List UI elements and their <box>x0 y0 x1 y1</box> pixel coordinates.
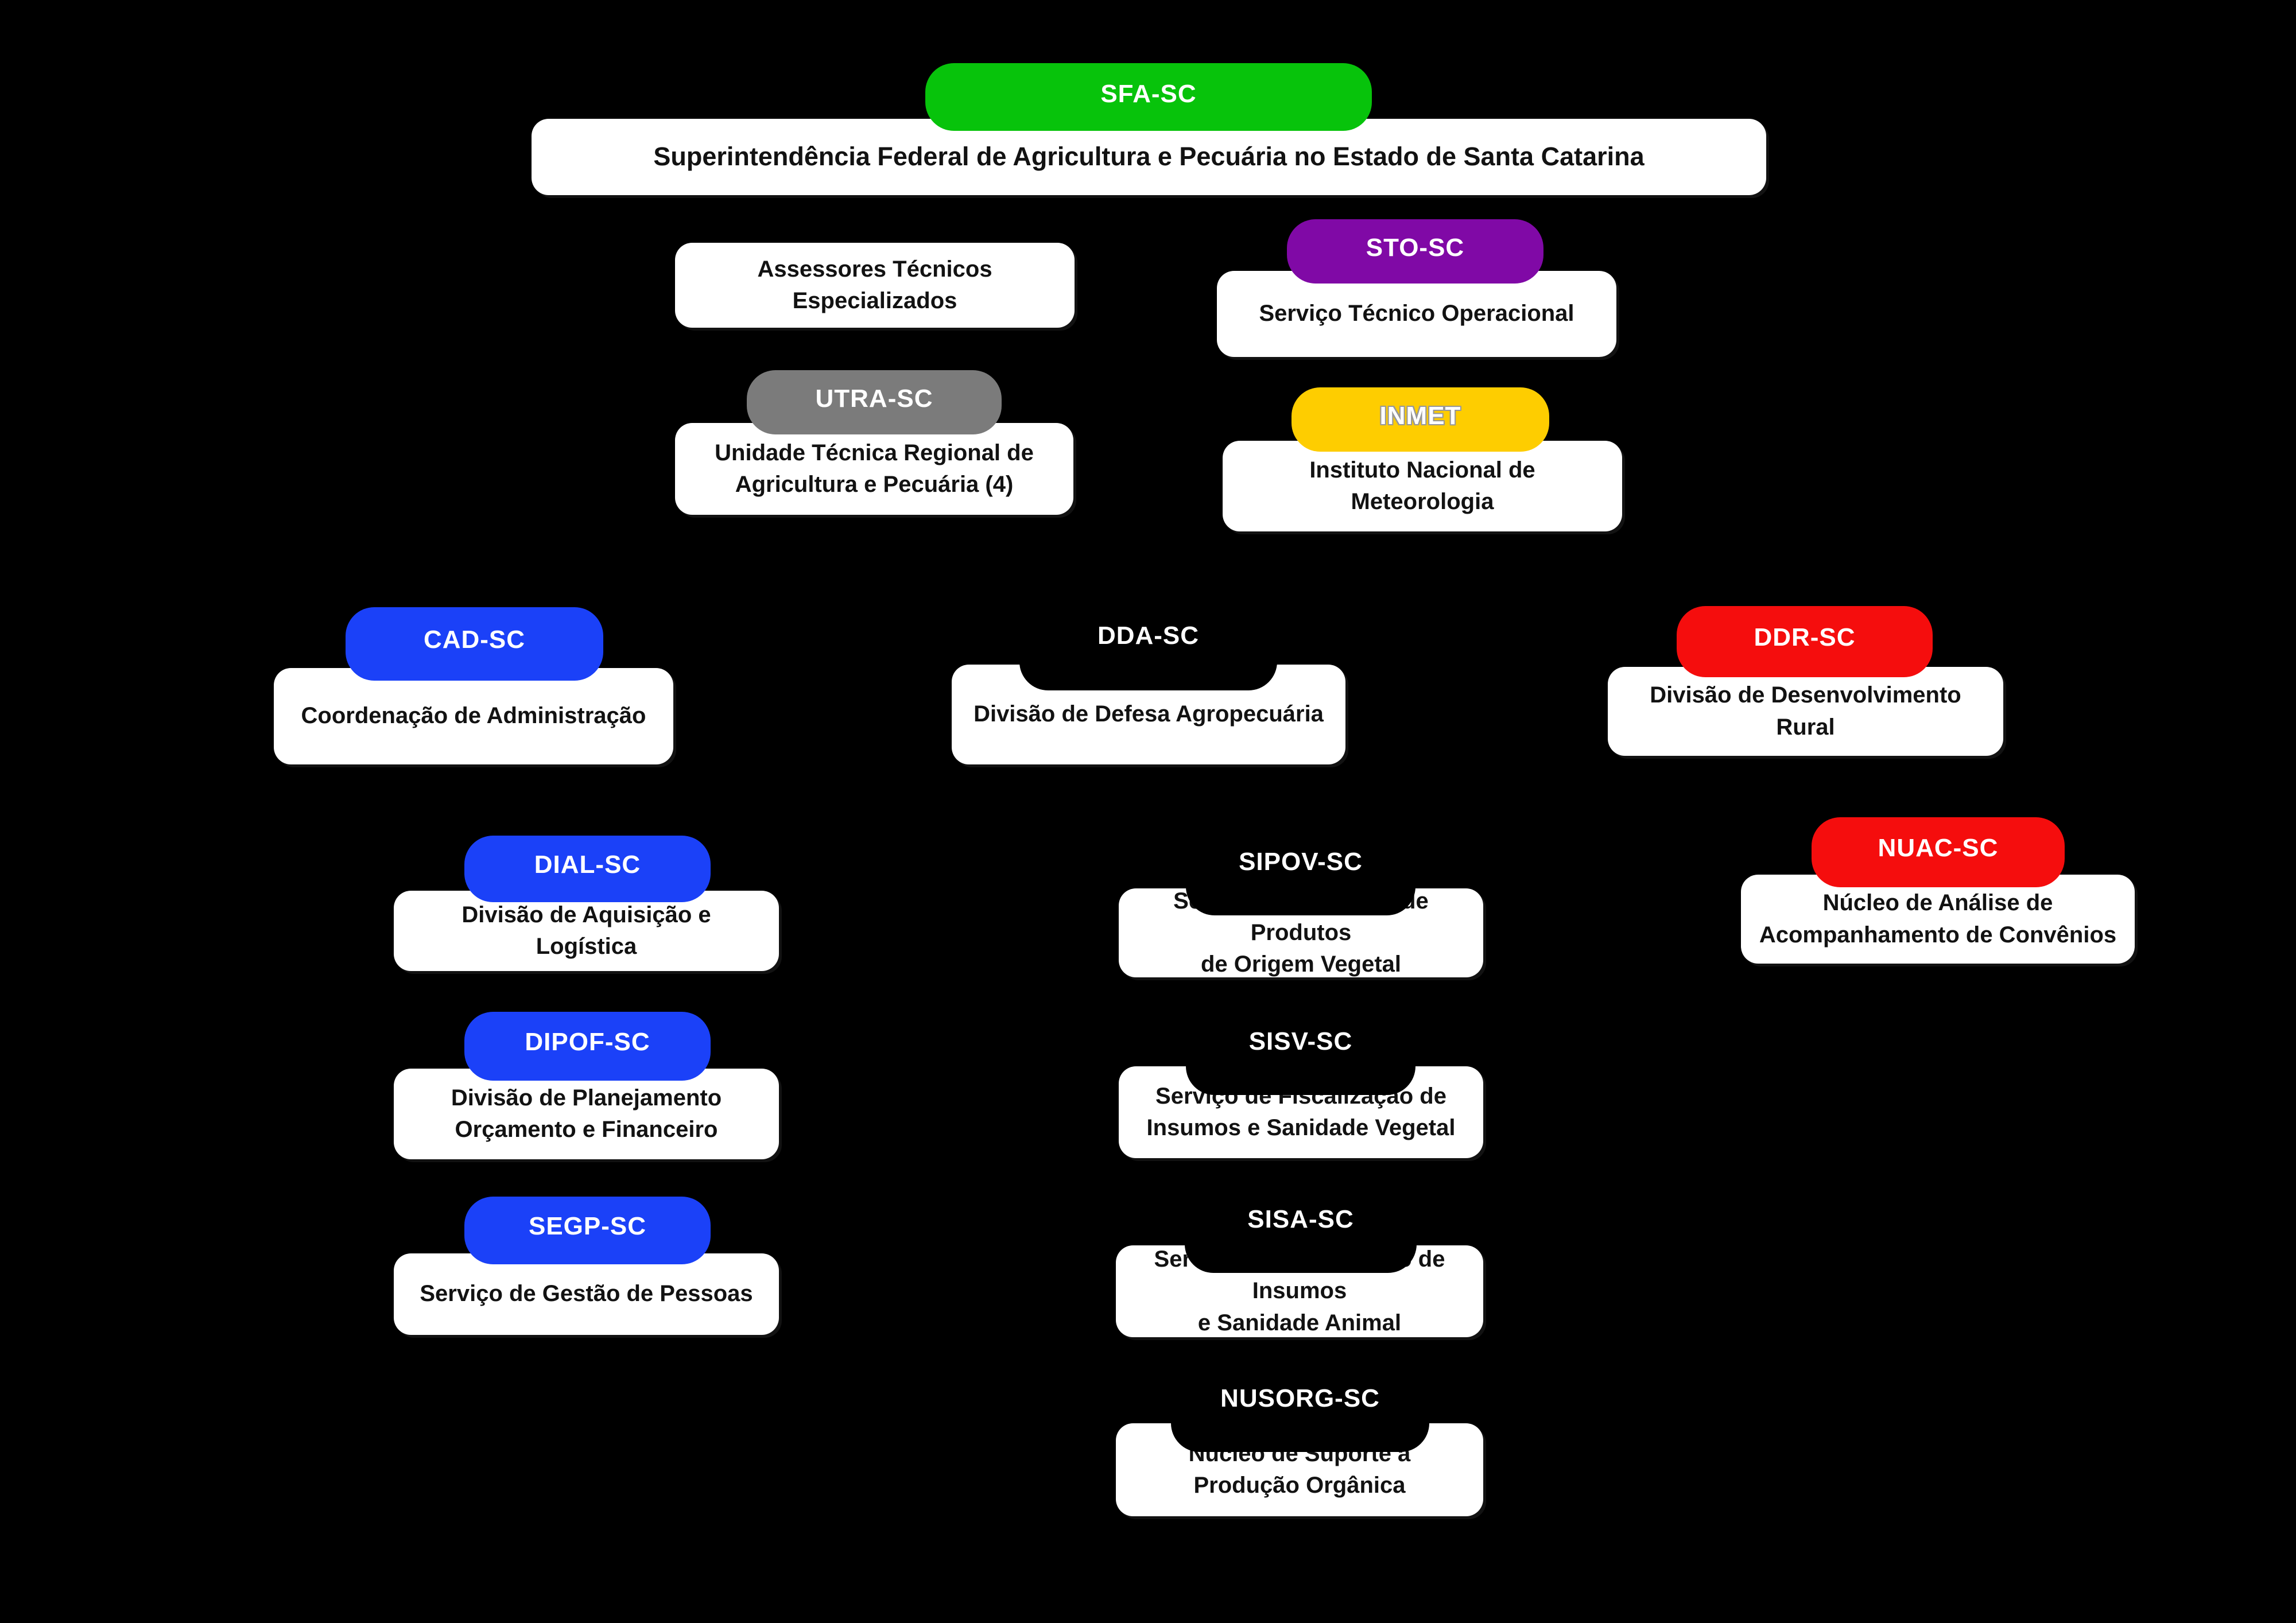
segp-sc-title: Serviço de Gestão de Pessoas <box>420 1281 753 1307</box>
sfa-sc-title: Superintendência Federal de Agricultura … <box>653 142 1645 172</box>
dial-sc-box: Divisão de Aquisição e Logística <box>394 891 779 971</box>
dda-sc-badge: DDA-SC <box>1019 607 1277 690</box>
segp-sc-badge: SEGP-SC <box>464 1197 711 1264</box>
utra-sc-title: Unidade Técnica Regional de Agricultura … <box>715 440 1034 497</box>
sisa-sc-badge: SISA-SC <box>1185 1193 1417 1273</box>
utra-sc-box: Unidade Técnica Regional de Agricultura … <box>675 423 1073 515</box>
nuac-sc-badge: NUAC-SC <box>1812 817 2065 887</box>
nuac-sc-title: Núcleo de Análise de Acompanhamento de C… <box>1759 890 2117 948</box>
dda-sc-title: Divisão de Defesa Agropecuária <box>974 701 1324 727</box>
assessores-title: Assessores Técnicos Especializados <box>757 256 992 313</box>
assessores-box: Assessores Técnicos Especializados <box>675 243 1075 328</box>
sfa-sc-box: Superintendência Federal de Agricultura … <box>532 119 1766 195</box>
segp-sc-box: Serviço de Gestão de Pessoas <box>394 1253 779 1335</box>
ddr-sc-title: Divisão de Desenvolvimento Rural <box>1650 682 1961 740</box>
ddr-sc-box: Divisão de Desenvolvimento Rural <box>1608 667 2003 756</box>
sfa-sc-badge: SFA-SC <box>925 63 1372 131</box>
nusorg-sc-badge: NUSORG-SC <box>1171 1372 1429 1452</box>
utra-sc-badge: UTRA-SC <box>747 370 1002 434</box>
dipof-sc-box: Divisão de Planejamento Orçamento e Fina… <box>394 1069 779 1159</box>
inmet-box: Instituto Nacional de Meteorologia <box>1223 441 1622 531</box>
nuac-sc-box: Núcleo de Análise de Acompanhamento de C… <box>1741 875 2135 964</box>
cad-sc-title: Coordenação de Administração <box>301 703 646 729</box>
inmet-title: Instituto Nacional de Meteorologia <box>1309 457 1535 514</box>
sto-sc-box: Serviço Técnico Operacional <box>1217 271 1616 357</box>
cad-sc-badge: CAD-SC <box>346 607 603 681</box>
sipov-sc-badge: SIPOV-SC <box>1186 835 1415 915</box>
dipof-sc-title: Divisão de Planejamento Orçamento e Fina… <box>451 1085 722 1142</box>
ddr-sc-badge: DDR-SC <box>1677 606 1933 677</box>
sto-sc-badge: STO-SC <box>1287 219 1543 284</box>
dial-sc-badge: DIAL-SC <box>464 836 711 902</box>
sisv-sc-badge: SISV-SC <box>1186 1015 1415 1095</box>
sto-sc-title: Serviço Técnico Operacional <box>1259 301 1574 327</box>
dipof-sc-badge: DIPOF-SC <box>464 1012 711 1081</box>
cad-sc-box: Coordenação de Administração <box>274 668 673 764</box>
dial-sc-title: Divisão de Aquisição e Logística <box>461 902 711 959</box>
inmet-badge: INMET <box>1292 387 1549 452</box>
